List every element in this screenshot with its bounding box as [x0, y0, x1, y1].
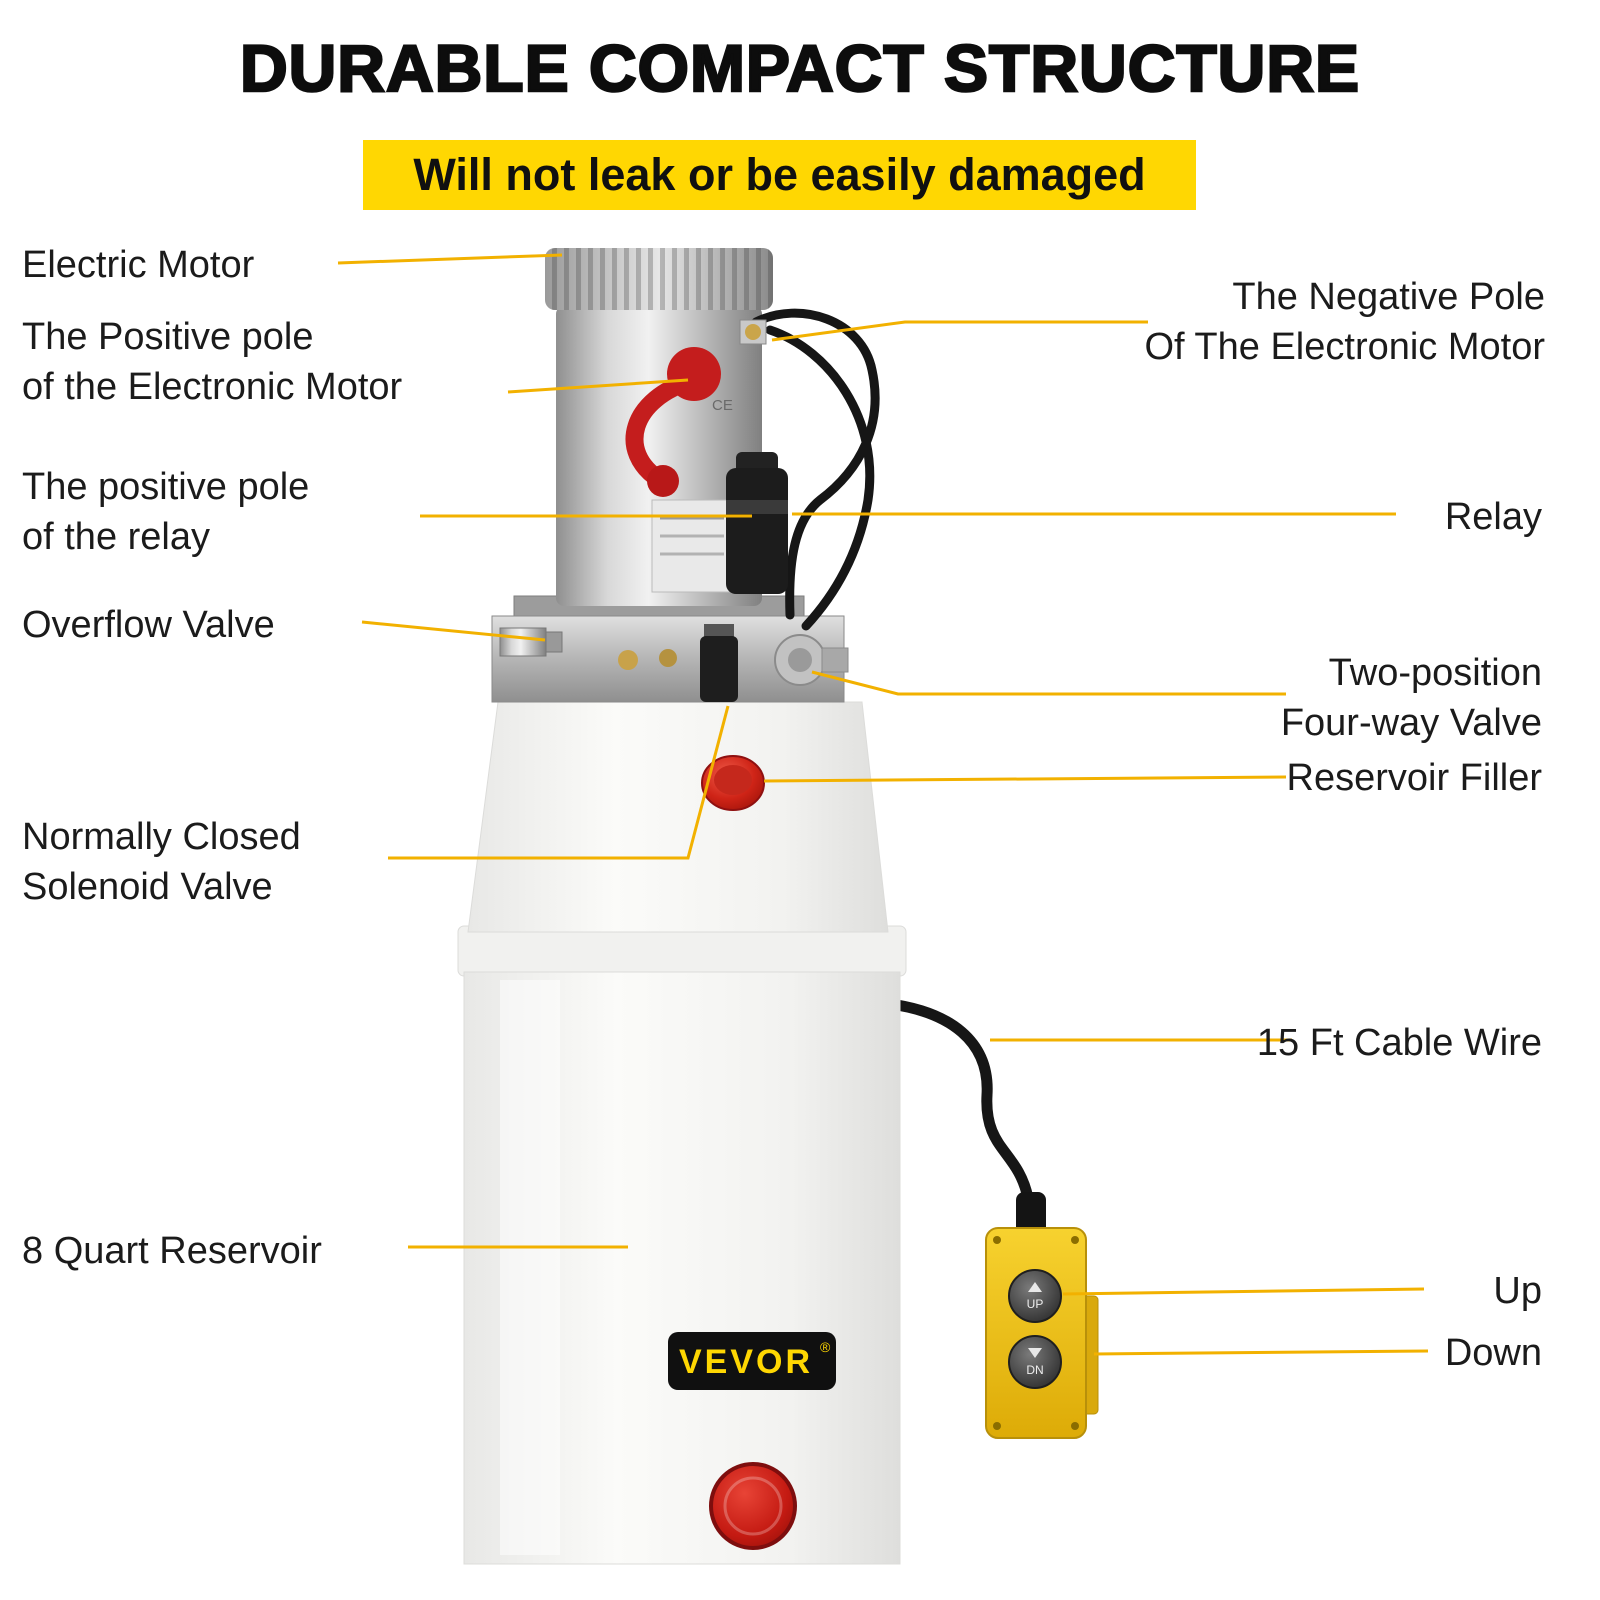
- positive-cable-elbow: [647, 465, 679, 497]
- remote-screw-2: [1071, 1236, 1079, 1244]
- label-cable-wire: 15 Ft Cable Wire: [1256, 1022, 1542, 1064]
- brass-fitting-2: [659, 649, 677, 667]
- remote-screw-4: [1071, 1422, 1079, 1430]
- leader-reservoir-filler: [763, 775, 1287, 783]
- remote-body: [985, 1227, 1087, 1439]
- solenoid-valve-body: [700, 636, 738, 702]
- leader-electric-motor: [337, 253, 563, 265]
- terminal-washer: [745, 324, 761, 340]
- down-arrow-icon: [1028, 1348, 1042, 1358]
- label-positive-pole-relay: The positive pole of the relay: [22, 466, 310, 559]
- page-title: DURABLE COMPACT STRUCTURE: [239, 30, 1361, 107]
- remote-cable: [866, 996, 1034, 1204]
- solenoid-nut: [704, 624, 734, 638]
- label-up: Up: [1493, 1270, 1542, 1312]
- reservoir-filler-cap-inner: [714, 765, 752, 795]
- relay-band: [726, 500, 788, 514]
- leader-down: [1093, 1349, 1429, 1356]
- four-way-valve-bolt: [821, 647, 849, 673]
- brass-fitting: [618, 650, 638, 670]
- motor-label-sticker: [651, 499, 733, 593]
- positive-pole-boot: [667, 347, 721, 401]
- leader-lines: [337, 253, 1429, 1356]
- subtitle-banner: Will not leak or be easily damaged: [363, 140, 1196, 210]
- label-reservoir: 8 Quart Reservoir: [22, 1230, 322, 1272]
- brand-logo-text: VEVOR: [679, 1343, 813, 1381]
- reservoir-lip: [457, 925, 907, 977]
- leader-four-way-valve: [811, 670, 1286, 696]
- brand-badge: [668, 1332, 836, 1390]
- label-overflow-valve: Overflow Valve: [22, 604, 275, 646]
- motor-wire-2: [765, 325, 875, 631]
- label-reservoir-filler: Reservoir Filler: [1286, 757, 1542, 799]
- tank-highlight: [500, 980, 560, 1555]
- up-arrow-icon: [1028, 1282, 1042, 1292]
- remote-screw-3: [993, 1422, 1001, 1430]
- label-relay: Relay: [1444, 496, 1542, 538]
- label-positive-pole-motor: The Positive pole of the Electronic Moto…: [22, 316, 403, 409]
- overflow-valve-fitting: [499, 627, 547, 657]
- reservoir-tank-upper: [467, 701, 889, 933]
- overflow-valve-nut: [545, 631, 563, 653]
- red-push-button-ring: [723, 1476, 783, 1536]
- label-solenoid-valve: Normally Closed Solenoid Valve: [22, 816, 301, 909]
- label-four-way-valve: Two-position Four-way Valve: [1280, 652, 1542, 745]
- leader-up: [1062, 1287, 1425, 1296]
- remote-cable-gland: [1016, 1192, 1046, 1236]
- leader-overflow-valve: [361, 620, 546, 642]
- remote-screw-1: [993, 1236, 1001, 1244]
- brand-reg-mark: ®: [820, 1339, 831, 1355]
- label-negative-pole-motor: The Negative Pole Of The Electronic Moto…: [1144, 276, 1545, 369]
- four-way-valve-nut-center: [788, 648, 812, 672]
- remote-down-button: [1008, 1335, 1062, 1389]
- relay-body: [726, 468, 788, 594]
- leader-positive-pole-motor: [507, 378, 689, 394]
- leader-negative-pole: [771, 320, 1148, 342]
- remote-up-button: [1008, 1269, 1062, 1323]
- label-electric-motor: Electric Motor: [22, 244, 255, 286]
- red-push-button: [709, 1462, 797, 1550]
- ce-mark: CE: [712, 397, 733, 414]
- leader-solenoid-valve: [388, 705, 730, 860]
- remote-up-label: UP: [1027, 1297, 1044, 1311]
- remote-down-label: DN: [1026, 1363, 1043, 1377]
- label-down: Down: [1444, 1332, 1542, 1374]
- motor-cap-fins: [545, 248, 773, 310]
